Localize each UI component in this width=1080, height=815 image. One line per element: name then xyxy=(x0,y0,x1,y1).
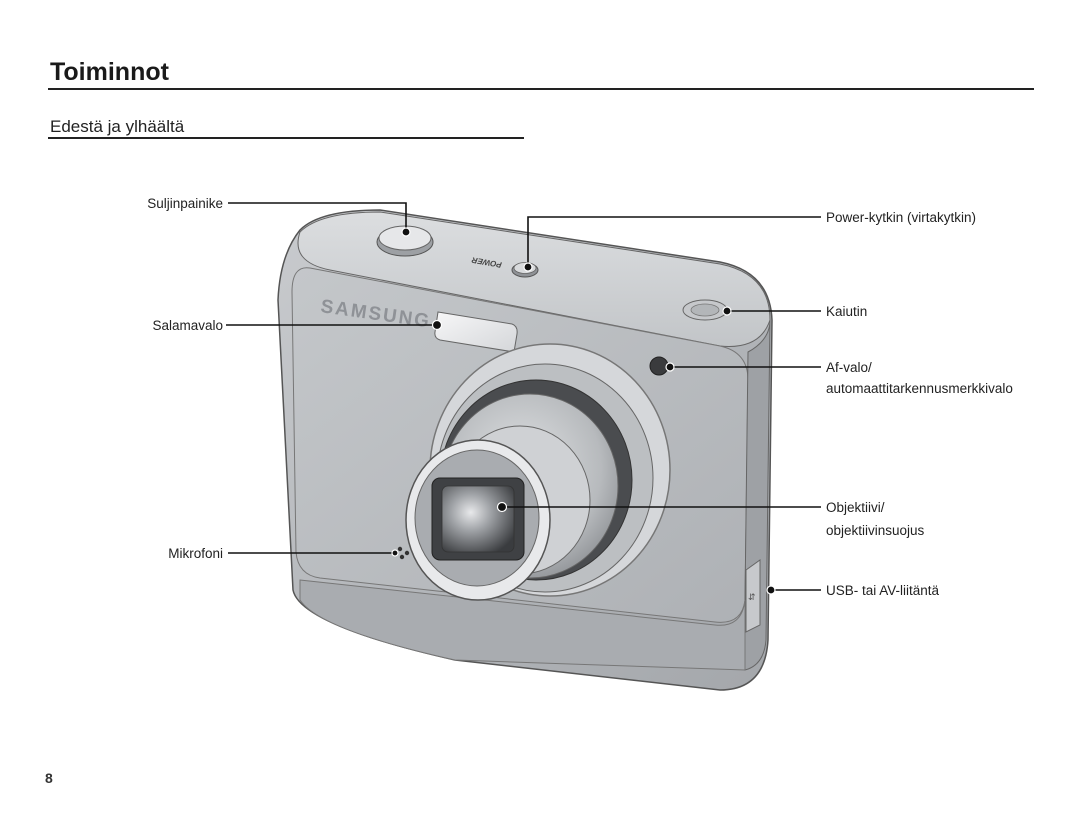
label-power-switch: Power-kytkin (virtakytkin) xyxy=(826,210,976,225)
microphone-holes xyxy=(397,546,410,560)
speaker-grille xyxy=(682,299,728,321)
section-underline xyxy=(48,137,524,139)
label-af-lamp-line2: automaattitarkennusmerkkivalo xyxy=(826,381,1013,396)
label-speaker: Kaiutin xyxy=(826,304,867,319)
label-shutter: Suljinpainike xyxy=(147,196,223,211)
section-title: Edestä ja ylhäältä xyxy=(50,117,185,136)
label-usb-av: USB- tai AV-liitäntä xyxy=(826,583,940,598)
page-title: Toiminnot xyxy=(50,58,169,86)
page-number: 8 xyxy=(45,770,53,786)
label-af-lamp-line1: Af-valo/ xyxy=(826,360,872,375)
label-flash: Salamavalo xyxy=(152,318,223,333)
label-lens-line2: objektiivinsuojus xyxy=(826,523,925,538)
label-lens-line1: Objektiivi/ xyxy=(826,500,885,515)
callout-leaders xyxy=(226,202,821,591)
lens-assembly xyxy=(405,343,671,601)
svg-text:⇵: ⇵ xyxy=(748,593,756,603)
af-lamp xyxy=(649,356,669,376)
label-microphone: Mikrofoni xyxy=(168,546,223,561)
title-underline xyxy=(48,88,1034,90)
shutter-button xyxy=(376,225,434,257)
callout-dots xyxy=(391,227,776,595)
